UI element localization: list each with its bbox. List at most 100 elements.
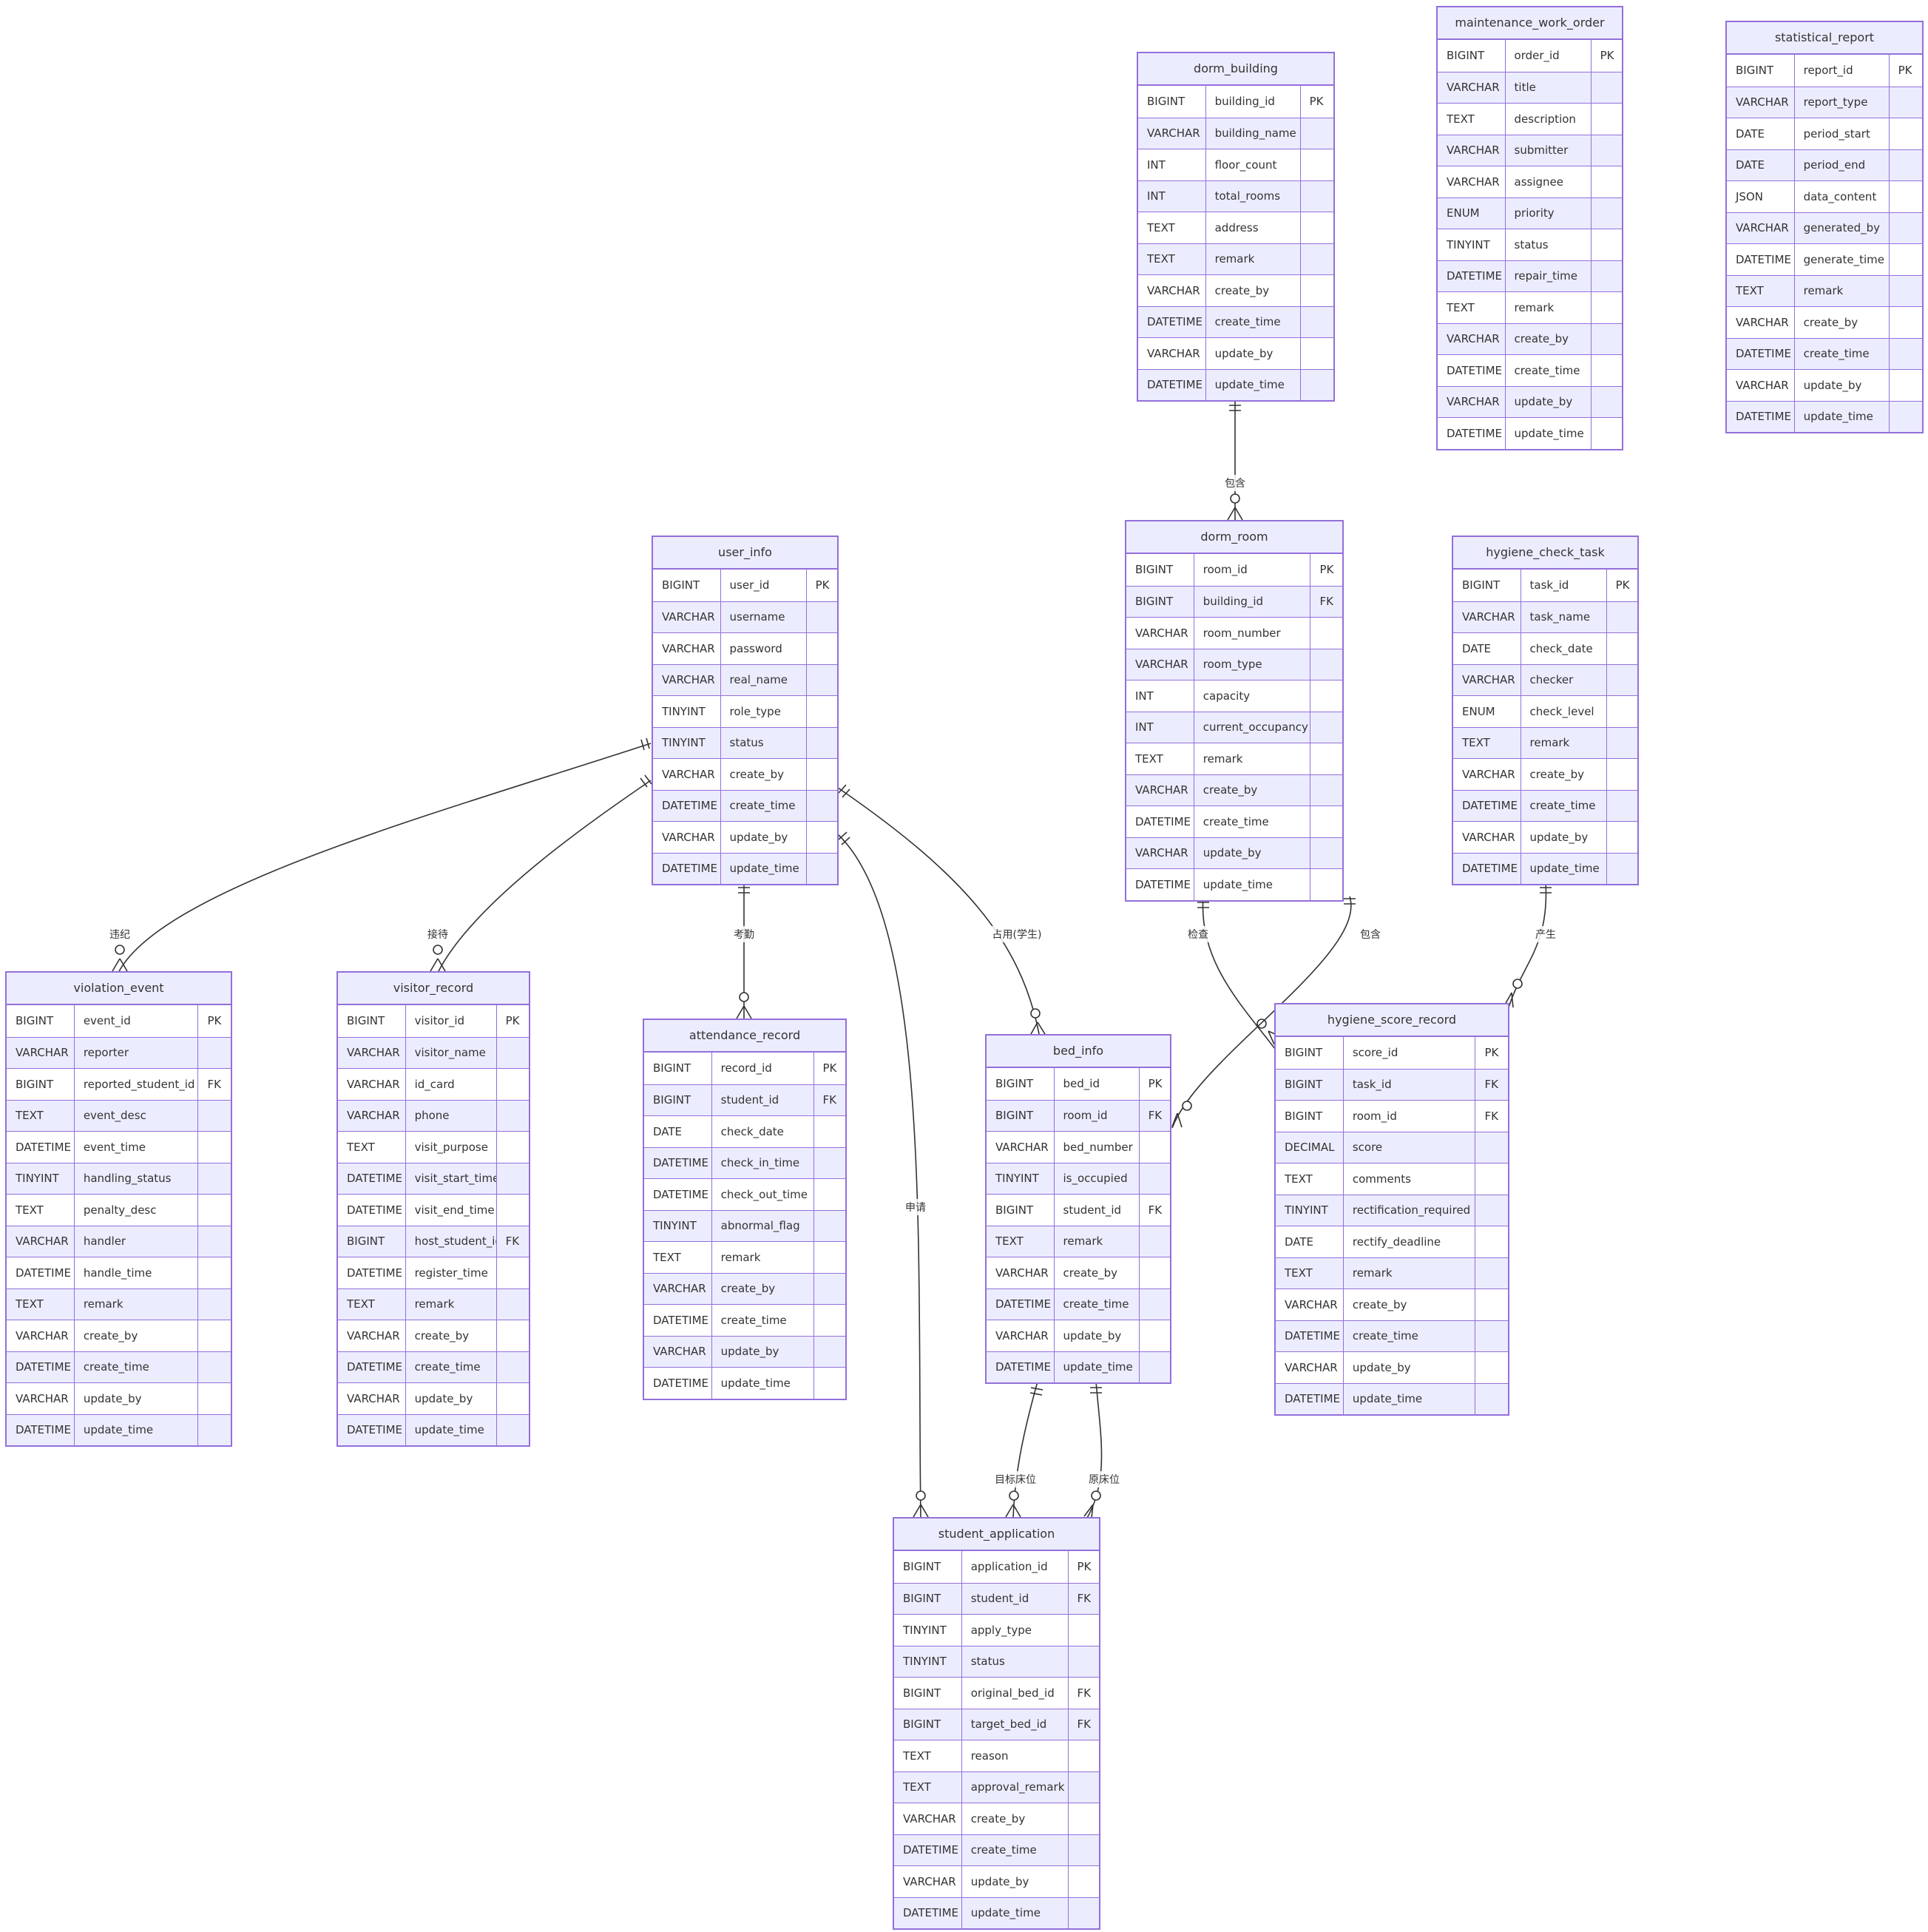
attribute-key bbox=[814, 1368, 845, 1399]
rel-user-bed bbox=[837, 784, 1046, 1035]
attribute-key: PK bbox=[1148, 1077, 1163, 1091]
attribute-name: update_by bbox=[1521, 822, 1607, 853]
attribute-name: handling_status bbox=[75, 1163, 199, 1194]
attribute-type: INT bbox=[1126, 680, 1194, 712]
attribute-name: generated_by bbox=[1795, 212, 1890, 243]
attribute-key bbox=[198, 1226, 231, 1257]
attribute-name: remark bbox=[406, 1288, 497, 1320]
attribute-key bbox=[1301, 307, 1333, 338]
attribute-type: DATETIME bbox=[987, 1288, 1055, 1320]
attribute-name: create_by bbox=[1344, 1289, 1476, 1320]
attribute-name: create_time bbox=[1194, 806, 1311, 837]
attribute-key bbox=[497, 1195, 529, 1226]
attribute-key bbox=[497, 1415, 529, 1446]
attribute-name: real_name bbox=[721, 664, 807, 695]
attribute-name: update_by bbox=[75, 1383, 199, 1414]
attribute-name: create_by bbox=[962, 1803, 1069, 1834]
attribute-name: room_number bbox=[1194, 618, 1311, 649]
attribute-name: task_id bbox=[1344, 1069, 1476, 1100]
attribute-type: VARCHAR bbox=[1727, 307, 1795, 338]
attribute-key bbox=[1069, 1898, 1100, 1929]
attribute-name: create_time bbox=[1521, 790, 1607, 821]
attribute-type: DATE bbox=[1727, 118, 1795, 149]
attribute-type: VARCHAR bbox=[7, 1320, 75, 1351]
attribute-name: floor_count bbox=[1206, 149, 1301, 180]
attribute-type: VARCHAR bbox=[338, 1037, 406, 1068]
attribute-key bbox=[807, 602, 837, 633]
attribute-key: PK bbox=[1898, 64, 1912, 78]
attribute-name: student_id bbox=[1055, 1195, 1140, 1226]
attribute-type: TINYINT bbox=[644, 1210, 712, 1241]
attribute-name: visit_start_time bbox=[406, 1163, 497, 1194]
attribute-key: FK bbox=[822, 1093, 836, 1107]
attribute-key: PK bbox=[1319, 563, 1334, 577]
attribute-type: BIGINT bbox=[894, 1678, 962, 1709]
attribute-name: remark bbox=[1194, 743, 1311, 774]
attribute-key: PK bbox=[505, 1014, 520, 1028]
attribute-type: DATETIME bbox=[1138, 369, 1206, 400]
attribute-key bbox=[198, 1163, 231, 1195]
attribute-key: FK bbox=[1077, 1686, 1091, 1700]
attribute-name: approval_remark bbox=[962, 1771, 1069, 1803]
attribute-key bbox=[198, 1132, 231, 1163]
attribute-type: TEXT bbox=[7, 1100, 75, 1131]
attribute-name: create_time bbox=[1506, 355, 1592, 386]
attribute-type: DATE bbox=[1276, 1226, 1344, 1257]
attribute-name: event_desc bbox=[75, 1100, 199, 1131]
attribute-type: VARCHAR bbox=[653, 633, 721, 664]
attribute-key bbox=[1607, 728, 1637, 759]
attribute-type: BIGINT bbox=[987, 1100, 1055, 1131]
attribute-name: total_rooms bbox=[1206, 180, 1301, 212]
attribute-key bbox=[198, 1257, 231, 1288]
attribute-name: application_id bbox=[962, 1551, 1069, 1583]
attribute-name: update_time bbox=[721, 853, 807, 884]
attribute-type: BIGINT bbox=[894, 1583, 962, 1614]
attribute-name: create_time bbox=[1055, 1288, 1140, 1320]
attribute-type: BIGINT bbox=[1453, 570, 1521, 601]
attribute-key bbox=[1140, 1257, 1170, 1288]
attribute-name: priority bbox=[1506, 197, 1592, 229]
attribute-name: create_time bbox=[1795, 338, 1890, 369]
attribute-type: VARCHAR bbox=[987, 1257, 1055, 1288]
attribute-key bbox=[497, 1069, 529, 1100]
attribute-key bbox=[1890, 118, 1922, 149]
attribute-key: PK bbox=[815, 578, 830, 592]
attribute-key bbox=[807, 822, 837, 853]
attribute-type: VARCHAR bbox=[653, 664, 721, 695]
attribute-name: create_by bbox=[406, 1320, 497, 1351]
attribute-name: abnormal_flag bbox=[712, 1210, 814, 1241]
attribute-name: check_date bbox=[1521, 633, 1607, 664]
attribute-type: VARCHAR bbox=[1126, 649, 1194, 680]
attribute-key bbox=[1592, 166, 1622, 197]
rel-room-score bbox=[1197, 896, 1276, 1050]
